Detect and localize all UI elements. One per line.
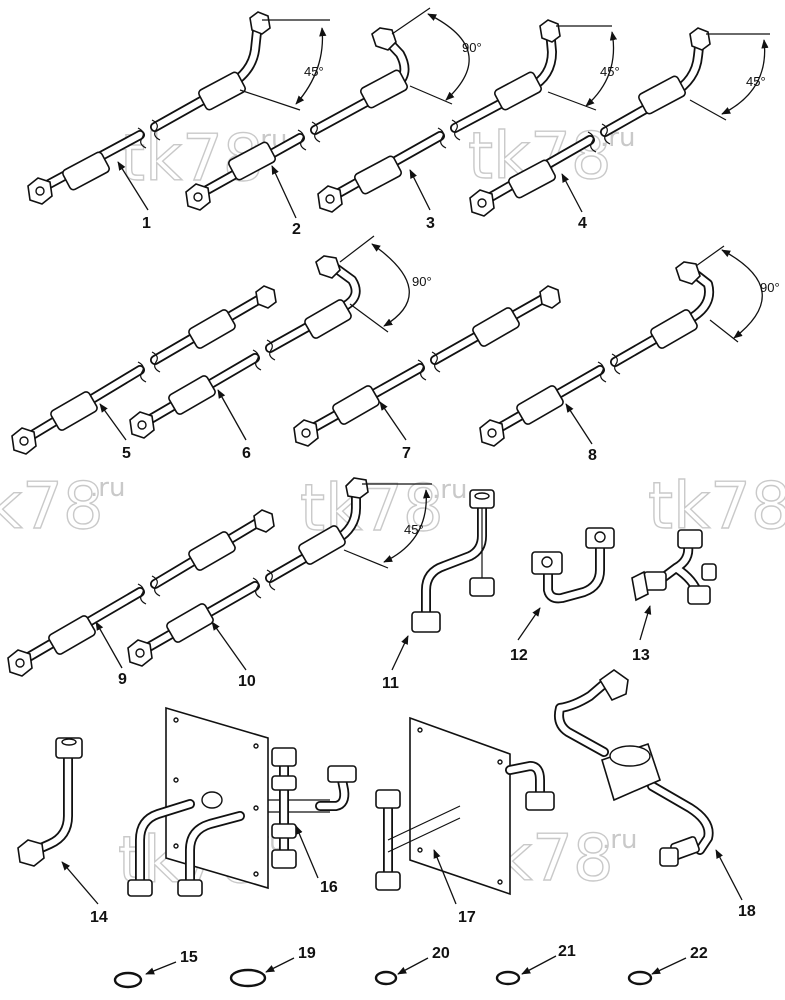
callout-7: 7	[402, 445, 411, 462]
angle-label: 90°	[462, 40, 482, 55]
o-ring-22	[627, 970, 653, 986]
callout-3: 3	[426, 215, 435, 232]
angle-indicator-row-3: 45°	[343, 483, 432, 569]
hose-2	[185, 27, 410, 211]
watermark: tk78	[647, 469, 785, 544]
hose-10	[127, 477, 369, 667]
angle-label: 45°	[304, 64, 324, 79]
fitting-14	[17, 737, 83, 867]
callout-15: 15	[180, 949, 198, 966]
callout-10: 10	[238, 673, 256, 690]
callout-6: 6	[242, 445, 251, 462]
watermarks: tk78 .ru tk78 .ru tk78 .ru tk78 .ru tk78…	[0, 119, 785, 898]
svg-text:tk78: tk78	[648, 470, 785, 544]
o-ring-15	[113, 971, 143, 989]
angle-label: 45°	[600, 64, 620, 79]
callout-leaders	[61, 161, 743, 975]
callout-17: 17	[458, 909, 476, 926]
watermark: tk78 .ru	[0, 469, 125, 544]
callout-18: 18	[738, 903, 756, 920]
svg-text:.ru: .ru	[602, 825, 637, 855]
fitting-11	[411, 489, 495, 633]
manifold-16	[127, 706, 357, 897]
hose-3	[317, 19, 561, 213]
svg-text:.ru: .ru	[432, 475, 467, 505]
fitting-12	[531, 527, 615, 604]
angle-indicators-row-2: 90° 90°	[339, 235, 780, 343]
o-rings	[113, 968, 653, 989]
callout-numbers: 1 2 3 4 5 6 7 8 9 10 11 12 13 14 15 16 1…	[90, 215, 756, 966]
manifold-18	[554, 669, 714, 867]
hose-4	[469, 27, 711, 217]
angle-label: 90°	[760, 280, 780, 295]
angle-label: 45°	[404, 522, 424, 537]
o-ring-19	[229, 968, 267, 988]
callout-5: 5	[122, 445, 131, 462]
o-ring-20	[374, 970, 398, 986]
angle-label: 45°	[746, 74, 766, 89]
manifold-17	[375, 716, 555, 896]
hose-5	[11, 285, 277, 455]
callout-2: 2	[292, 221, 301, 238]
callout-20: 20	[432, 945, 450, 962]
callout-9: 9	[118, 671, 127, 688]
svg-text:.ru: .ru	[90, 473, 125, 503]
fitting-13	[631, 529, 717, 605]
svg-text:tk78: tk78	[0, 470, 104, 544]
callout-4: 4	[578, 215, 587, 232]
callout-14: 14	[90, 909, 108, 926]
hose-8	[479, 261, 714, 447]
callout-8: 8	[588, 447, 597, 464]
hose-9	[7, 509, 275, 677]
callout-11: 11	[382, 675, 399, 692]
o-ring-21	[495, 970, 521, 986]
angle-indicators-row-1: 45° 90° 45° 45°	[239, 7, 770, 121]
callout-1: 1	[142, 215, 151, 232]
callout-13: 13	[632, 647, 650, 664]
callout-16: 16	[320, 879, 338, 896]
callout-19: 19	[298, 945, 316, 962]
angle-label: 90°	[412, 274, 432, 289]
callout-22: 22	[690, 945, 708, 962]
hose-1	[27, 11, 271, 205]
hose-7	[293, 285, 561, 447]
callout-12: 12	[510, 647, 528, 664]
hose-6	[129, 255, 361, 439]
callout-21: 21	[558, 943, 576, 960]
